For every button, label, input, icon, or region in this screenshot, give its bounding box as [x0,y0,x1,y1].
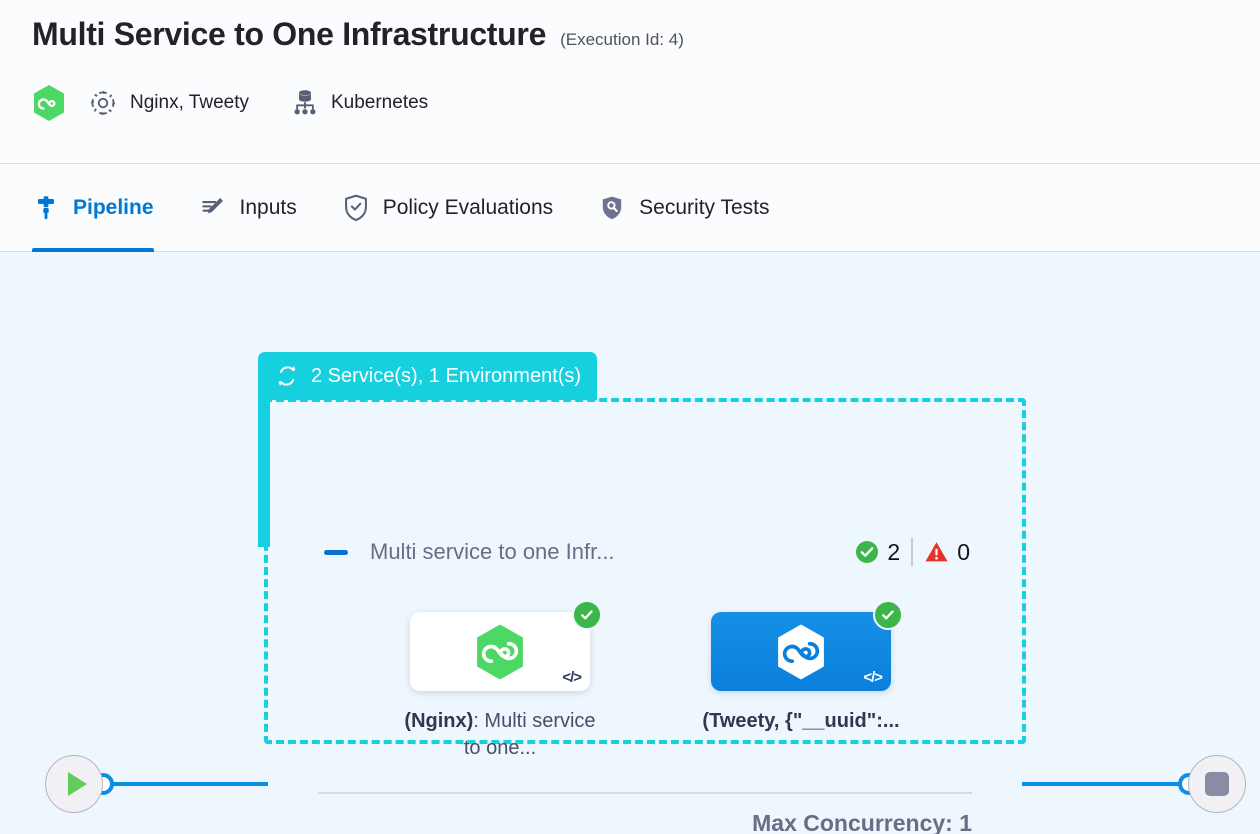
group-divider [318,792,972,794]
count-divider [911,538,914,566]
warning-count-group: 0 [924,539,970,566]
loop-repeat-icon [278,366,296,386]
success-count-group: 2 [855,539,900,566]
stage-counts: 2 0 [855,538,970,566]
service-card-body[interactable]: </> [711,600,903,691]
group-header-label: 2 Service(s), 1 Environment(s) [311,364,582,387]
service-name: (Nginx) [404,710,474,732]
service-desc: : Multi service to one... [463,710,596,759]
warning-triangle-icon [925,542,948,562]
start-node[interactable] [45,755,103,813]
warning-count: 0 [957,538,970,565]
check-circle-icon [572,600,602,630]
tab-policy-evaluations-label: Policy Evaluations [382,195,554,219]
meta-row: Nginx, Tweety [32,84,428,122]
stop-icon [1205,772,1229,796]
tab-inputs[interactable]: Inputs [199,164,297,252]
minus-icon[interactable] [324,549,348,555]
check-circle-icon [856,541,879,563]
connector-line-end [1022,782,1192,786]
service-card-label: (Tweety, {"__uuid":... [701,708,901,735]
services-icon-wrap [88,88,118,118]
page-title: Multi Service to One Infrastructure [32,16,547,52]
pipeline-canvas[interactable]: 2 Service(s), 1 Environment(s) Multi ser… [0,252,1260,834]
check-circle-icon [873,600,903,630]
infrastructure-label: Kubernetes [330,92,429,113]
service-card-body[interactable]: </> [410,600,602,691]
play-icon [67,772,87,796]
harness-hexagon-icon [477,624,523,679]
tab-inputs-label: Inputs [239,195,297,219]
shield-search-icon [598,194,626,222]
service-name: (Tweety, {"__uuid":... [702,710,900,732]
harness-hexagon-icon [34,85,64,121]
stage-title: Multi service to one Infr... [370,539,615,564]
tab-security-tests-label: Security Tests [639,195,770,219]
services-label: Nginx, Tweety [130,92,249,113]
connector-line-start [100,782,268,786]
harness-hexagon-icon [778,624,824,679]
group-header[interactable]: 2 Service(s), 1 Environment(s) [258,352,598,400]
max-concurrency-label: Max Concurrency: 1 [752,810,972,834]
page-header: Multi Service to One Infrastructure (Exe… [0,0,1260,164]
tab-policy-evaluations[interactable]: Policy Evaluations [342,164,553,252]
end-node[interactable] [1188,755,1246,813]
code-brackets-icon[interactable]: </> [863,669,883,686]
pipeline-icon [32,194,60,222]
execution-id-label: (Execution Id: 4) [560,30,684,49]
service-cards: </> (Nginx): Multi service to one... [404,600,903,762]
kubernetes-icon [294,90,316,115]
pencil-lines-icon [199,194,227,222]
tab-bar: Pipeline Inputs [0,164,1260,252]
tab-pipeline[interactable]: Pipeline [32,164,154,252]
group-dashed-body [264,398,1026,744]
success-count: 2 [887,538,901,565]
code-brackets-icon[interactable]: </> [562,669,582,686]
service-card-label: (Nginx): Multi service to one... [400,708,600,762]
infrastructure-icon-wrap [291,88,319,118]
tab-pipeline-label: Pipeline [73,195,154,219]
title-row: Multi Service to One Infrastructure (Exe… [32,16,684,53]
service-card-tweety[interactable]: </> (Tweety, {"__uuid":... [702,600,903,762]
tab-security-tests[interactable]: Security Tests [598,164,770,252]
gear-icon [90,90,116,116]
service-card-nginx[interactable]: </> (Nginx): Multi service to one... [404,600,602,762]
shield-check-icon [342,194,370,222]
product-logo [32,84,66,122]
stage-row[interactable]: Multi service to one Infr... 2 [324,538,970,566]
